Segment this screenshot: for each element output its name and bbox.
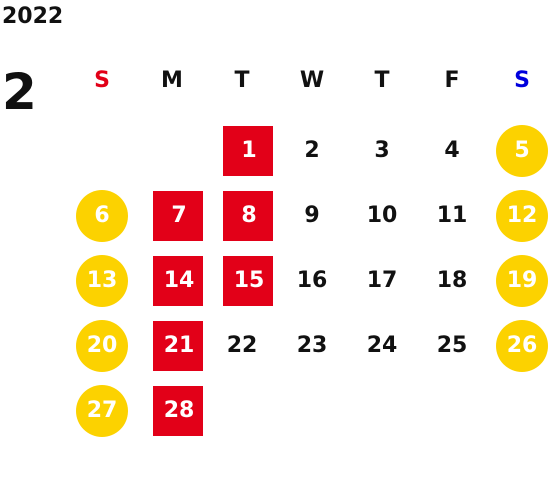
day-cell[interactable]: 25 (422, 320, 482, 372)
day-number: 27 (86, 398, 118, 423)
day-cell[interactable]: 11 (422, 190, 482, 242)
weekday-label: F (444, 68, 460, 93)
red-box-marker (223, 126, 273, 176)
day-cell[interactable]: 1 (212, 125, 273, 177)
day-cell[interactable]: 20 (72, 320, 132, 372)
yellow-circle-marker (496, 190, 548, 242)
day-number: 23 (296, 333, 328, 358)
day-number: 20 (86, 333, 118, 358)
red-box-marker (153, 321, 203, 371)
red-box-marker (153, 386, 203, 436)
day-number: 6 (94, 203, 110, 228)
day-number: 28 (163, 398, 195, 423)
weekday-label: M (161, 68, 183, 93)
day-cell[interactable]: 18 (422, 255, 482, 307)
red-box-marker (223, 256, 273, 306)
day-number: 24 (366, 333, 398, 358)
yellow-circle-marker (76, 255, 128, 307)
yellow-circle-marker (76, 385, 128, 437)
day-cell[interactable]: 6 (72, 190, 132, 242)
day-cell[interactable]: 12 (492, 190, 548, 242)
day-cell[interactable]: 28 (142, 385, 203, 437)
yellow-circle-marker (496, 255, 548, 307)
yellow-circle-marker (76, 190, 128, 242)
day-number: 5 (514, 138, 530, 163)
day-number: 22 (226, 333, 258, 358)
day-cell[interactable]: 2 (282, 125, 342, 177)
weekday-label: W (299, 68, 325, 93)
day-number: 13 (86, 268, 118, 293)
day-number: 18 (436, 268, 468, 293)
day-cell[interactable]: 10 (352, 190, 412, 242)
day-number: 1 (241, 138, 257, 163)
day-number: 10 (366, 203, 398, 228)
yellow-circle-marker (76, 320, 128, 372)
day-number: 17 (366, 268, 398, 293)
day-number: 26 (506, 333, 538, 358)
day-number: 16 (296, 268, 328, 293)
day-cell[interactable]: 9 (282, 190, 342, 242)
day-number: 9 (304, 203, 320, 228)
day-cell[interactable]: 26 (492, 320, 548, 372)
day-cell[interactable]: 24 (352, 320, 412, 372)
day-cell[interactable]: 23 (282, 320, 342, 372)
day-cell[interactable]: 7 (142, 190, 203, 242)
year-label: 2022 (2, 4, 64, 29)
red-box-marker (153, 191, 203, 241)
day-number: 7 (171, 203, 187, 228)
day-number: 3 (374, 138, 390, 163)
yellow-circle-marker (496, 320, 548, 372)
red-box-marker (153, 256, 203, 306)
day-cell[interactable]: 19 (492, 255, 548, 307)
day-cell[interactable]: 22 (212, 320, 272, 372)
day-number: 4 (444, 138, 460, 163)
day-cell[interactable]: 13 (72, 255, 132, 307)
month-number: 2 (2, 63, 37, 121)
weekday-label: S (94, 68, 110, 93)
red-box-marker (223, 191, 273, 241)
day-cell[interactable]: 21 (142, 320, 203, 372)
weekday-label: T (374, 68, 390, 93)
day-cell[interactable]: 3 (352, 125, 412, 177)
day-number: 11 (436, 203, 468, 228)
day-number: 19 (506, 268, 538, 293)
day-cell[interactable]: 27 (72, 385, 132, 437)
day-cell[interactable]: 17 (352, 255, 412, 307)
yellow-circle-marker (496, 125, 548, 177)
day-number: 8 (241, 203, 257, 228)
day-cell[interactable]: 4 (422, 125, 482, 177)
day-number: 12 (506, 203, 538, 228)
weekday-label: T (234, 68, 250, 93)
day-cell[interactable]: 16 (282, 255, 342, 307)
day-number: 15 (233, 268, 265, 293)
day-cell[interactable]: 8 (212, 190, 273, 242)
day-number: 21 (163, 333, 195, 358)
weekday-label: S (514, 68, 530, 93)
day-cell[interactable]: 5 (492, 125, 548, 177)
day-number: 14 (163, 268, 195, 293)
day-number: 25 (436, 333, 468, 358)
day-cell[interactable]: 15 (212, 255, 273, 307)
day-cell[interactable]: 14 (142, 255, 203, 307)
day-number: 2 (304, 138, 320, 163)
